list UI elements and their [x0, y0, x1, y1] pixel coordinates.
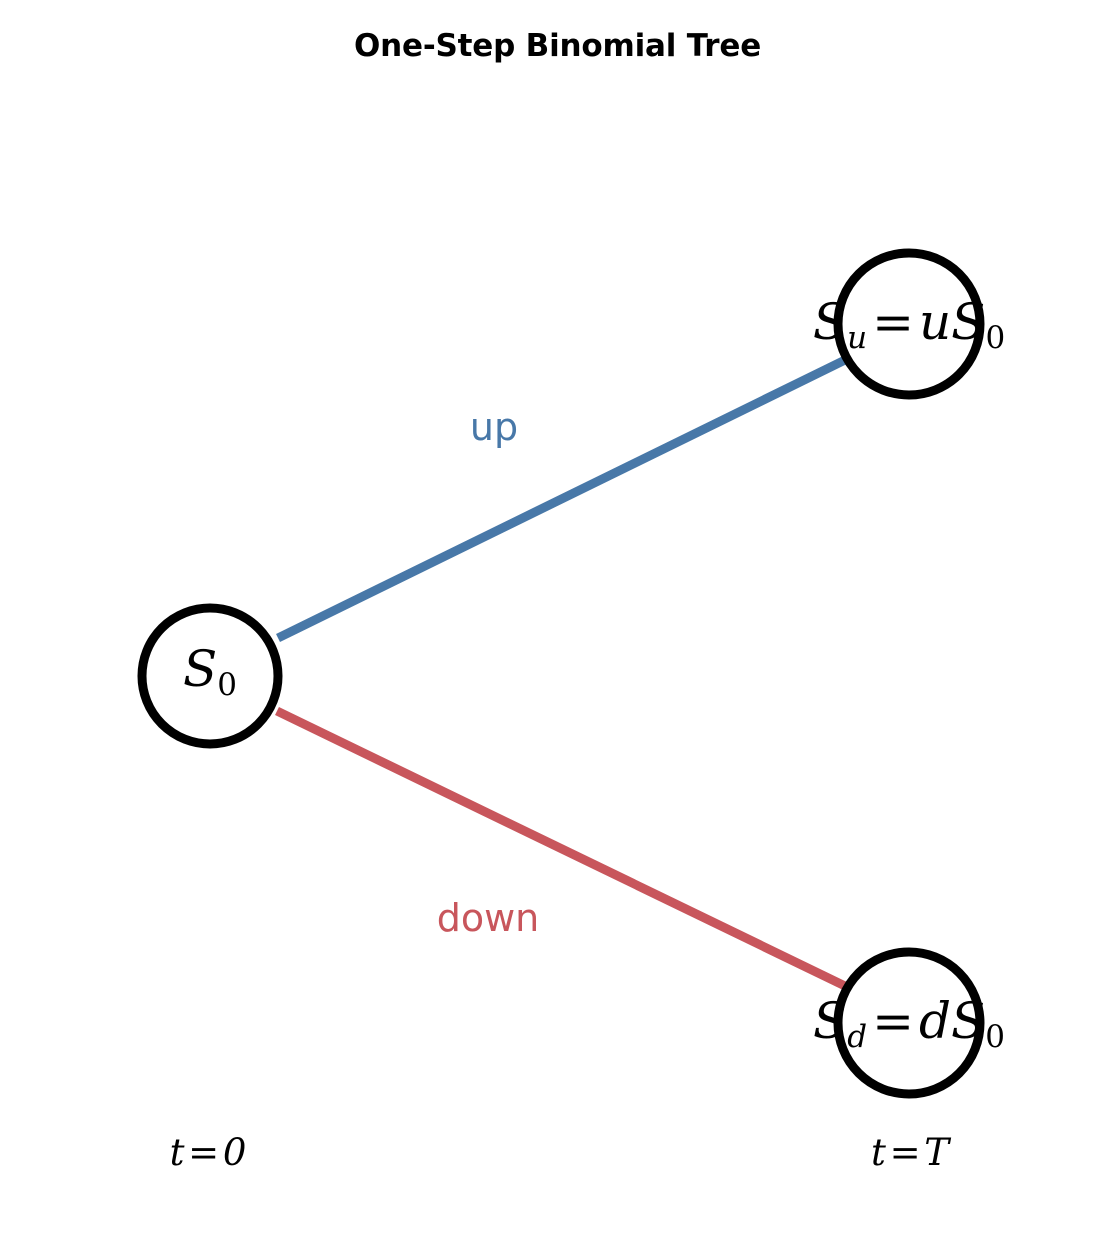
node-up-circle — [833, 248, 985, 400]
node-root-circle — [137, 603, 283, 749]
edge-down-line — [275, 706, 847, 991]
node-down-circle — [833, 947, 985, 1099]
figure-title: One-Step Binomial Tree — [353, 28, 762, 64]
edge-up-line — [276, 355, 847, 643]
